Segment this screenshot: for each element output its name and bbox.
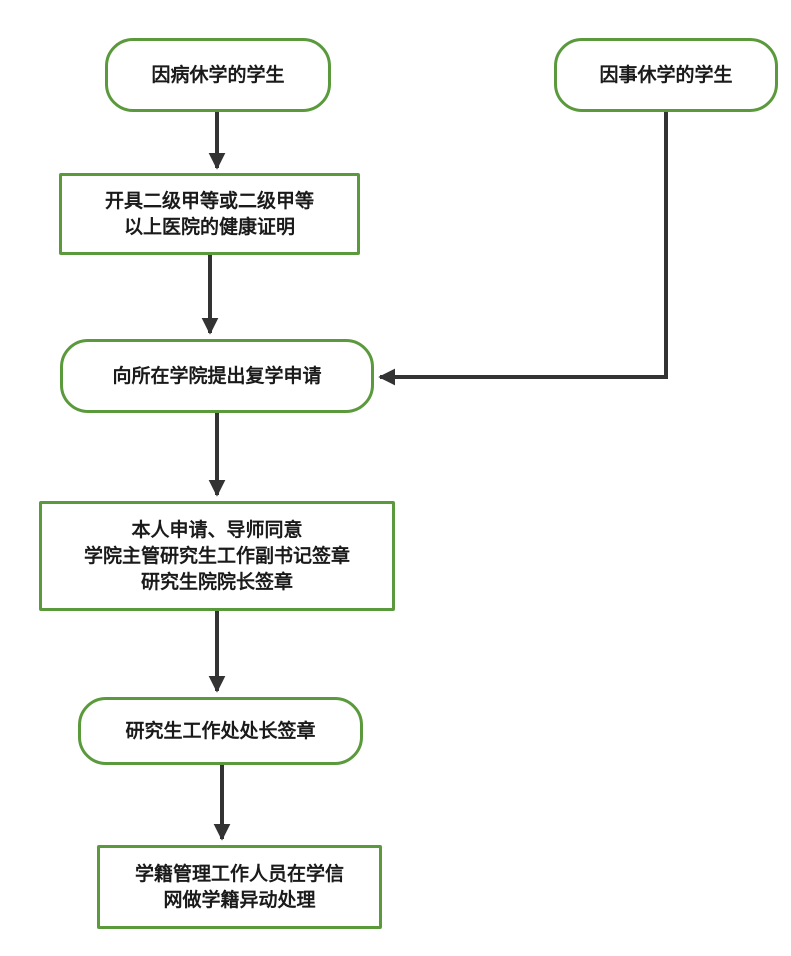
node-personal-leave-student: 因事休学的学生 [554,38,778,112]
node-label: 因病休学的学生 [151,64,285,86]
node-label-line-1: 开具二级甲等或二级甲等 [104,190,314,212]
node-label: 向所在学院提出复学申请 [112,365,322,387]
node-label-line-1: 本人申请、导师同意 [131,519,303,541]
node-label-line-2: 学院主管研究生工作副书记签章 [83,545,350,567]
node-registrar-processing: 学籍管理工作人员在学信 网做学籍异动处理 [97,845,382,929]
node-label-line-2: 网做学籍异动处理 [163,889,316,911]
node-approvals: 本人申请、导师同意 学院主管研究生工作副书记签章 研究生院院长签章 [39,501,395,611]
edge-personal-to-apply [378,112,668,386]
node-label-line-3: 研究生院院长签章 [140,571,293,593]
node-office-head-seal: 研究生工作处处长签章 [78,697,363,765]
node-label: 因事休学的学生 [599,64,733,86]
node-apply-resumption: 向所在学院提出复学申请 [60,339,374,413]
node-label: 研究生工作处处长签章 [125,720,316,742]
node-sick-leave-student: 因病休学的学生 [105,38,331,112]
node-label-line-2: 以上医院的健康证明 [123,216,295,238]
node-health-certificate: 开具二级甲等或二级甲等 以上医院的健康证明 [59,173,360,255]
node-label-line-1: 学籍管理工作人员在学信 [134,863,344,885]
